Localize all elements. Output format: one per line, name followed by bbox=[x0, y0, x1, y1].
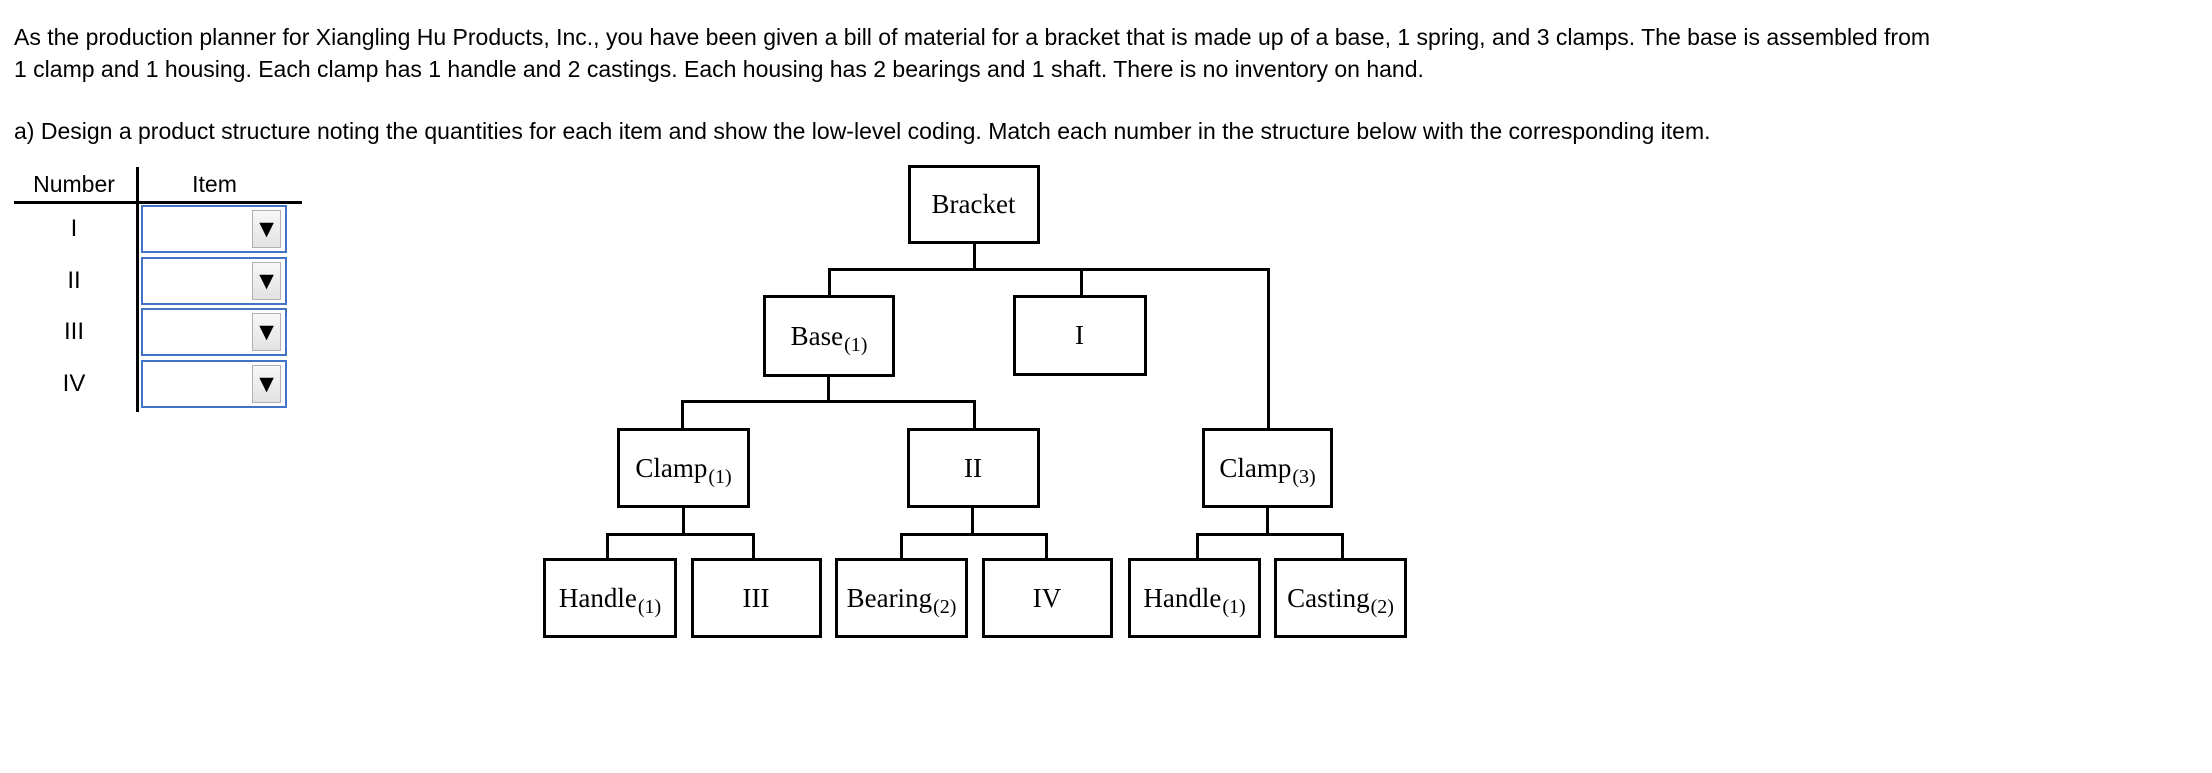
dropdown-arrow-icon: ▼ bbox=[259, 269, 274, 292]
dropdown-arrow-button[interactable]: ▼ bbox=[252, 365, 281, 403]
node-quantity: (1) bbox=[844, 333, 868, 356]
tree-connector bbox=[973, 242, 976, 271]
tree-node-numeral-1: I bbox=[1013, 295, 1147, 376]
tree-connector bbox=[971, 506, 974, 536]
dropdown-arrow-button[interactable]: ▼ bbox=[252, 210, 281, 248]
tree-connector bbox=[827, 375, 830, 403]
item-select-4[interactable]: ▼ bbox=[141, 360, 287, 408]
tree-node-clamp-3: Clamp(3) bbox=[1202, 428, 1333, 508]
node-label: Bearing bbox=[846, 582, 933, 613]
dropdown-arrow-button[interactable]: ▼ bbox=[252, 262, 281, 300]
row-label-3: III bbox=[63, 318, 84, 345]
tree-node-clamp-1: Clamp(1) bbox=[617, 428, 750, 508]
node-label: Clamp bbox=[1219, 452, 1292, 483]
tree-node-bearing: Bearing(2) bbox=[835, 558, 968, 638]
problem-text-line-2: 1 clamp and 1 housing. Each clamp has 1 … bbox=[14, 56, 1424, 82]
tree-connector bbox=[1266, 506, 1269, 536]
item-select-2[interactable]: ▼ bbox=[141, 257, 287, 305]
node-label: Base bbox=[790, 320, 844, 351]
tree-connector bbox=[606, 533, 609, 561]
tree-node-casting: Casting(2) bbox=[1274, 558, 1407, 638]
dropdown-arrow-icon: ▼ bbox=[259, 217, 274, 240]
tree-connector bbox=[1045, 533, 1048, 561]
tree-node-numeral-2: II bbox=[907, 428, 1040, 508]
tree-connector bbox=[752, 533, 755, 561]
tree-connector bbox=[828, 268, 831, 296]
tree-connector bbox=[828, 268, 1270, 271]
column-header-number: Number bbox=[33, 171, 115, 197]
tree-connector bbox=[1080, 268, 1083, 296]
tree-node-base: Base(1) bbox=[763, 295, 895, 377]
node-quantity: (2) bbox=[1370, 595, 1394, 618]
node-quantity: (3) bbox=[1292, 465, 1316, 488]
problem-text-line-1: As the production planner for Xiangling … bbox=[14, 24, 1931, 50]
node-quantity: (1) bbox=[637, 595, 662, 618]
node-quantity: (2) bbox=[933, 595, 957, 618]
row-label-2: II bbox=[67, 267, 81, 294]
tree-node-bracket: Bracket bbox=[908, 165, 1040, 244]
tree-connector bbox=[682, 506, 685, 536]
node-label: I bbox=[1075, 320, 1084, 350]
node-label: Clamp bbox=[635, 452, 708, 483]
tree-connector bbox=[606, 533, 755, 536]
tree-connector bbox=[681, 400, 976, 403]
tree-connector bbox=[900, 533, 903, 561]
tree-connector bbox=[1267, 268, 1270, 429]
tree-connector bbox=[900, 533, 1048, 536]
dropdown-arrow-icon: ▼ bbox=[259, 372, 274, 395]
tree-connector bbox=[973, 400, 976, 429]
node-label: Bracket bbox=[931, 189, 1016, 219]
dropdown-arrow-button[interactable]: ▼ bbox=[252, 313, 281, 351]
node-label: Casting bbox=[1287, 582, 1370, 613]
part-a-instruction: a) Design a product structure noting the… bbox=[14, 118, 1711, 144]
column-header-item: Item bbox=[192, 171, 237, 197]
row-label-4: IV bbox=[62, 370, 86, 397]
tree-node-numeral-3: III bbox=[691, 558, 822, 638]
node-label: III bbox=[742, 582, 770, 613]
dropdown-arrow-icon: ▼ bbox=[259, 320, 274, 343]
item-select-1[interactable]: ▼ bbox=[141, 205, 287, 253]
table-header-underline bbox=[14, 201, 302, 204]
table-column-divider bbox=[136, 167, 139, 412]
node-label: II bbox=[964, 452, 982, 483]
item-select-3[interactable]: ▼ bbox=[141, 308, 287, 356]
node-quantity: (1) bbox=[1222, 595, 1246, 618]
tree-node-handle-right: Handle(1) bbox=[1128, 558, 1261, 638]
tree-node-handle-left: Handle(1) bbox=[543, 558, 677, 638]
tree-connector bbox=[681, 400, 684, 429]
row-label-1: I bbox=[70, 215, 78, 242]
tree-connector bbox=[1341, 533, 1344, 561]
tree-connector bbox=[1196, 533, 1344, 536]
tree-connector bbox=[1196, 533, 1199, 561]
node-label: Handle bbox=[558, 582, 637, 613]
node-label: Handle bbox=[1143, 582, 1222, 613]
node-label: IV bbox=[1032, 582, 1062, 613]
node-quantity: (1) bbox=[708, 465, 732, 488]
tree-node-numeral-4: IV bbox=[982, 558, 1113, 638]
